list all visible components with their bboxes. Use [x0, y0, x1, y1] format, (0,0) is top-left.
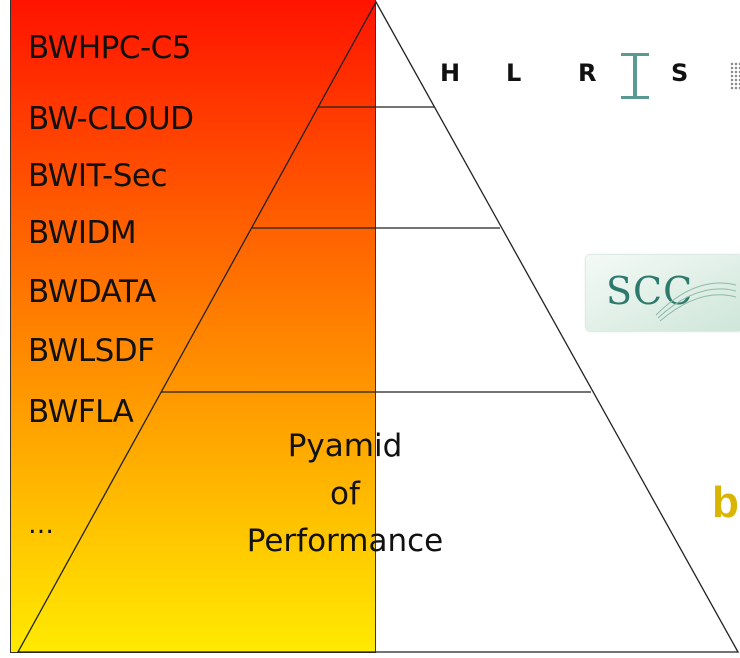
hlrs-letter-r: R [578, 59, 597, 87]
project-label-bwdata: BWDATA [28, 274, 156, 310]
pyramid-title-line-1: Pyamid [287, 428, 403, 464]
project-label-bwidm: BWIDM [28, 215, 137, 251]
hlrs-bar-bottom [621, 96, 649, 99]
pyramid-title-line-3: Performance [246, 523, 444, 559]
hlrs-logo: H L R S [440, 48, 740, 104]
project-label-bwhpc: BWHPC-C5 [28, 30, 192, 66]
gradient-project-panel [10, 0, 376, 653]
hlrs-letter-s: S [671, 59, 689, 87]
project-label-bwitsec: BWIT-Sec [28, 158, 168, 194]
project-label-bwfla: BWFLA [28, 394, 134, 430]
hlrs-bar-vertical [633, 53, 637, 99]
hlrs-dot-pattern [730, 62, 740, 90]
scc-logo: SCC [586, 255, 740, 331]
project-label-bwcloud: BW-CLOUD [28, 101, 194, 137]
project-label-bwlsdf: BWLSDF [28, 333, 155, 369]
hlrs-letter-l: L [506, 59, 522, 87]
pyramid-title-line-2: of [330, 476, 360, 512]
project-list-ellipsis: … [28, 510, 54, 540]
partial-logo-fragment: b [712, 478, 739, 527]
scc-logo-text: SCC [606, 269, 694, 313]
hlrs-letter-h: H [440, 59, 461, 87]
scc-logo-swoosh [655, 282, 737, 322]
pyramid-triangle [16, 0, 740, 653]
